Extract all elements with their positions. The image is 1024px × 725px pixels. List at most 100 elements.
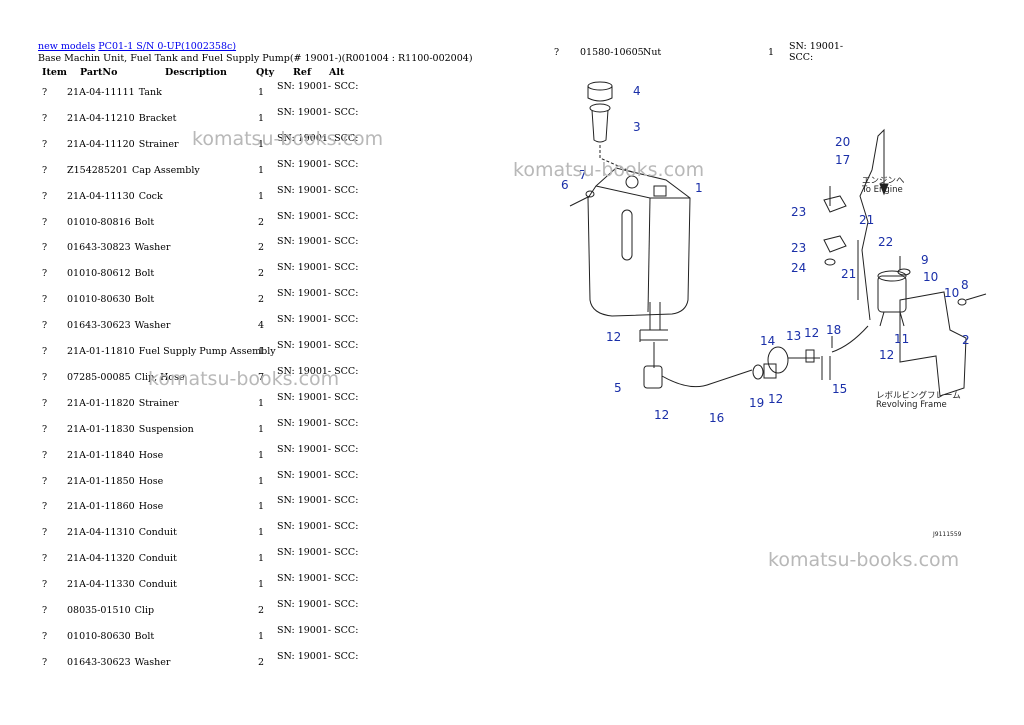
part-ref: SN: 19001- SCC: (277, 236, 359, 248)
part-item: ? (42, 164, 48, 176)
part-description: Suspension (138, 423, 194, 435)
washer-10b (957, 298, 967, 306)
mount-plate-2 (899, 291, 967, 397)
part-qty: 4 (258, 320, 265, 332)
engine-label-jp: エンジンへ (862, 176, 905, 186)
tank-bracket (653, 185, 667, 197)
engine-label-en: To Engine (861, 185, 903, 195)
part-number: 21A-01-11820 (67, 397, 135, 409)
part-number: 21A-04-11330 (67, 579, 135, 591)
callout-12a: 12 (606, 330, 621, 344)
part-description: Hose (138, 501, 164, 513)
part-item: ? (42, 216, 48, 228)
part-number: 01010-80630 (67, 630, 131, 642)
part-ref: SN: 19001- SCC: (277, 340, 359, 351)
callout-17: 17 (835, 153, 850, 167)
part-ref: SN: 19001- SCC: (277, 547, 359, 559)
callout-3: 3 (633, 120, 641, 134)
parts-diagram: 1 2 3 4 5 6 7 8 9 10 10 11 12 12 12 12 1… (561, 81, 987, 538)
part-ref: SN: 19001- SCC: (277, 391, 359, 403)
part-item: ? (42, 475, 48, 487)
callout-8: 8 (961, 278, 969, 292)
part-number: 01643-30823 (67, 242, 131, 254)
new-models-link[interactable]: new models (38, 41, 96, 52)
part-number: 21A-01-11830 (67, 423, 135, 435)
callout-20: 20 (835, 135, 850, 149)
pump-11 (877, 275, 907, 313)
bracket-12 (639, 329, 668, 342)
part-item: ? (42, 605, 48, 616)
part-number: 01010-80612 (67, 268, 131, 280)
callout-19: 19 (749, 396, 764, 410)
part-qty: 2 (258, 605, 265, 616)
callout-6: 6 (561, 178, 569, 192)
part-item: ? (42, 138, 48, 150)
part-number: 21A-01-11840 (67, 449, 135, 461)
part-item: ? (42, 112, 48, 124)
pump-filter-5 (643, 365, 663, 389)
part-ref: SN: 19001- SCC: (277, 624, 359, 636)
part-qty: 1 (258, 527, 265, 539)
clip-12b (805, 349, 815, 363)
part-description: Bolt (134, 268, 155, 280)
callout-13: 13 (786, 329, 801, 343)
callout-12c: 12 (768, 392, 783, 406)
part-ref: SN: 19001- SCC: (277, 573, 359, 585)
callout-9: 9 (921, 253, 929, 267)
bolt-6 (569, 195, 591, 207)
part-qty: 2 (258, 216, 265, 228)
part-description: Washer (134, 320, 171, 332)
part-qty: 1 (258, 397, 265, 409)
leader-line (599, 145, 633, 173)
part-qty: 1 (258, 112, 265, 124)
washer-10a (897, 268, 911, 276)
part-item: ? (554, 47, 560, 58)
bracket-23a (823, 195, 847, 213)
part-item: ? (42, 449, 48, 461)
strainer-body (591, 109, 609, 143)
part-ref: SN: 19001- SCC: (277, 417, 359, 429)
part-description: Conduit (138, 553, 177, 565)
part-qty: 1 (258, 449, 265, 461)
part-description: Conduit (138, 579, 177, 591)
part-qty: 1 (258, 501, 265, 513)
part-ref: SN: 19001- SCC: (277, 599, 359, 610)
part-item: ? (42, 242, 48, 254)
frame-label-jp: レボルビングフレーム (876, 390, 961, 401)
part-item: ? (42, 346, 48, 357)
callout-7: 7 (579, 168, 587, 182)
part-qty: 1 (258, 630, 265, 642)
part-qty: 1 (258, 579, 265, 591)
part-description: Conduit (138, 527, 177, 539)
part-number: 21A-04-11120 (67, 138, 135, 150)
col-alt: Alt (329, 67, 345, 78)
part-ref: SN: 19001- SCC: (277, 521, 359, 533)
callout-4: 4 (633, 84, 641, 98)
part-description: Cock (138, 190, 163, 202)
col-partno: PartNo (80, 67, 118, 78)
conduit-17-20 (871, 128, 885, 176)
part-number: 21A-04-11310 (67, 527, 135, 539)
callout-12e: 12 (879, 348, 894, 362)
part-description: Fuel Supply Pump Assembly (138, 346, 276, 357)
part-qty: 1 (258, 475, 265, 487)
part-item: ? (42, 527, 48, 539)
watermark: komatsu-books.com (148, 368, 340, 390)
strainer-14 (767, 346, 789, 374)
part-item: ? (42, 190, 48, 202)
callout-21b: 21 (841, 267, 856, 281)
part-item: ? (42, 501, 48, 513)
model-link[interactable]: PC01-1 S/N 0-UP(1002358c) (98, 41, 237, 52)
